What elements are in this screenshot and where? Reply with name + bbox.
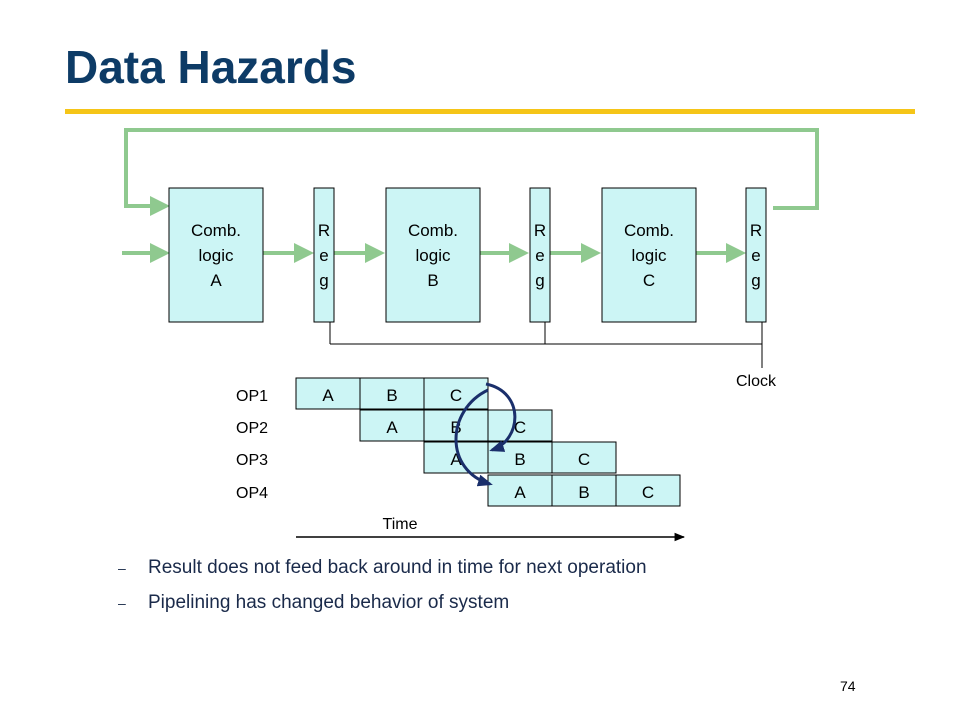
- comb-c-line2: logic: [632, 246, 667, 265]
- bullet-2: – Pipelining has changed behavior of syst…: [118, 592, 509, 614]
- op4-stage-c: C: [642, 483, 654, 502]
- op1-label: OP1: [236, 388, 268, 405]
- reg-1-letter-r: R: [318, 221, 330, 240]
- bullet-2-marker: –: [118, 595, 126, 611]
- reg-3-letter-g: g: [751, 271, 760, 290]
- op1-stage-c: C: [450, 386, 462, 405]
- register-1: R e g: [313, 187, 335, 323]
- time-label: Time: [383, 516, 418, 533]
- title-underline: [65, 109, 915, 114]
- reg-2-letter-r: R: [534, 221, 546, 240]
- clock-wire: [329, 322, 763, 368]
- op3-stage-c: C: [578, 450, 590, 469]
- op1-stage-a: A: [322, 386, 334, 405]
- comb-logic-b: Comb. logic B: [385, 187, 481, 323]
- comb-a-line2: logic: [199, 246, 234, 265]
- reg-3-letter-r: R: [750, 221, 762, 240]
- register-2: R e g: [529, 187, 551, 323]
- op2-row: A B C: [359, 409, 553, 442]
- hazard-arc-op3: [454, 388, 493, 487]
- comb-b-line1: Comb.: [408, 221, 458, 240]
- op2-label: OP2: [236, 420, 268, 437]
- comb-c-line3: C: [643, 271, 655, 290]
- op3-label: OP3: [236, 452, 268, 469]
- feedback-arrow: [124, 128, 819, 216]
- register-3: R e g: [745, 187, 767, 323]
- reg-1-letter-e: e: [319, 246, 328, 265]
- op2-stage-c: C: [514, 418, 526, 437]
- comb-c-line1: Comb.: [624, 221, 674, 240]
- comb-a-line3: A: [210, 271, 222, 290]
- reg-1-letter-g: g: [319, 271, 328, 290]
- page-number: 74: [840, 678, 856, 694]
- op3-row: A B C: [423, 441, 617, 474]
- op2-stage-a: A: [386, 418, 398, 437]
- reg-2-letter-g: g: [535, 271, 544, 290]
- op4-stage-b: B: [578, 483, 589, 502]
- bullet-1: – Result does not feed back around in tim…: [118, 557, 647, 579]
- comb-b-line2: logic: [416, 246, 451, 265]
- comb-logic-c: Comb. logic C: [601, 187, 697, 323]
- clock-label: Clock: [736, 373, 777, 390]
- op3-stage-b: B: [514, 450, 525, 469]
- bullet-1-marker: –: [118, 560, 126, 576]
- reg-2-letter-e: e: [535, 246, 544, 265]
- op4-label: OP4: [236, 485, 268, 502]
- comb-a-line1: Comb.: [191, 221, 241, 240]
- hazard-arc-op2: [485, 382, 517, 452]
- op4-stage-a: A: [514, 483, 526, 502]
- op1-row: A B C: [295, 377, 489, 410]
- reg-3-letter-e: e: [751, 246, 760, 265]
- bullet-2-text: Pipelining has changed behavior of syste…: [148, 592, 510, 613]
- comb-logic-a: Comb. logic A: [168, 187, 264, 323]
- comb-b-line3: B: [427, 271, 438, 290]
- bullet-1-text: Result does not feed back around in time…: [148, 557, 647, 578]
- op4-row: A B C: [487, 474, 681, 507]
- op1-stage-b: B: [386, 386, 397, 405]
- page-title: Data Hazards: [65, 41, 357, 93]
